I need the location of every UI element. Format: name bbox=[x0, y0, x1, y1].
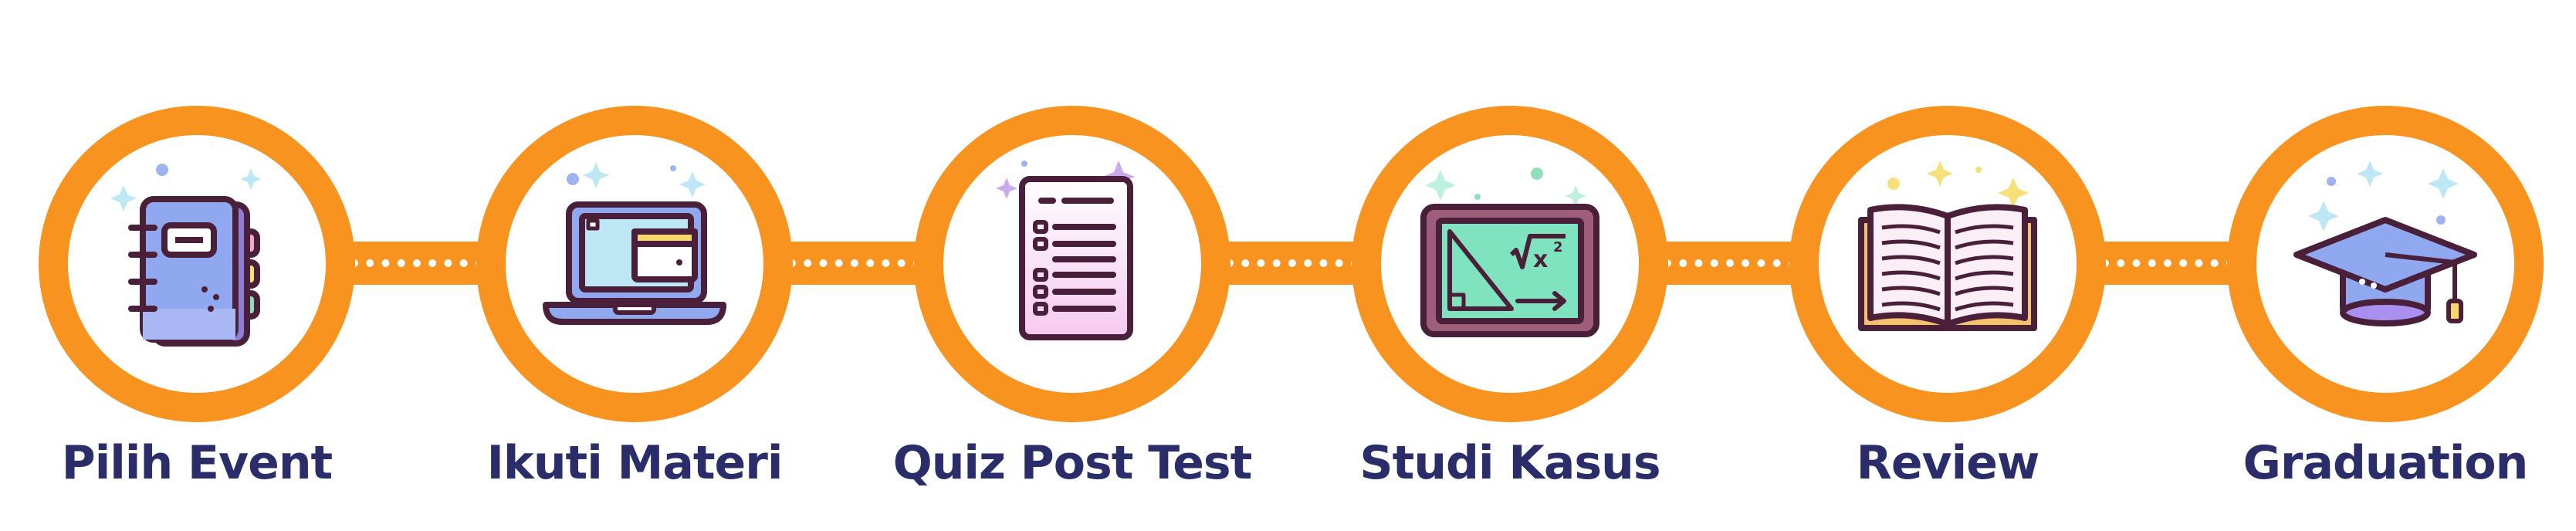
step-pilih-event: Pilih Event bbox=[0, 0, 428, 531]
connector-1 bbox=[340, 242, 494, 285]
step-label: Studi Kasus bbox=[1359, 436, 1660, 490]
step-label: Review bbox=[1856, 436, 2040, 490]
step-graduation: Graduation bbox=[2154, 0, 2576, 531]
step-ikuti-materi: Ikuti Materi bbox=[403, 0, 866, 531]
connector-3 bbox=[1215, 242, 1369, 285]
graduation-cap-icon bbox=[2277, 154, 2493, 370]
step-quiz-post-test: Quiz Post Test bbox=[841, 0, 1304, 531]
step-label: Pilih Event bbox=[61, 436, 333, 490]
open-book-icon bbox=[1840, 154, 2056, 370]
connector-2 bbox=[777, 242, 932, 285]
notebook-icon bbox=[89, 154, 305, 370]
step-label: Graduation bbox=[2243, 436, 2529, 490]
connector-5 bbox=[2090, 242, 2245, 285]
svg-text:2: 2 bbox=[1553, 239, 1563, 255]
step-studi-kasus: x 2 Studi Kasus bbox=[1278, 0, 1742, 531]
connector-4 bbox=[1653, 242, 1807, 285]
step-label: Ikuti Materi bbox=[486, 436, 784, 490]
math-chalkboard-icon: x 2 bbox=[1402, 154, 1618, 370]
step-review: Review bbox=[1716, 0, 2179, 531]
svg-text:x: x bbox=[1533, 246, 1548, 273]
checklist-document-icon bbox=[964, 154, 1180, 370]
step-label: Quiz Post Test bbox=[892, 436, 1253, 490]
laptop-icon bbox=[526, 154, 743, 370]
